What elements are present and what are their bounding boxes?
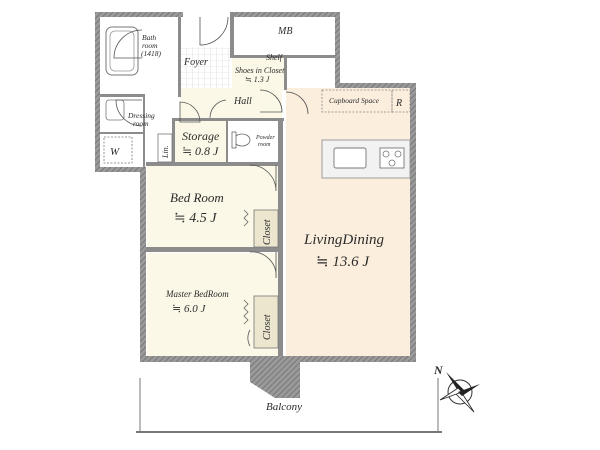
walls (95, 12, 416, 398)
storage-label: Storage (182, 129, 220, 143)
bedroom-label: Bed Room (170, 190, 224, 205)
washer-label: W (110, 146, 120, 158)
compass-north-label: N (433, 363, 444, 377)
master-label: Master BedRoom (165, 289, 229, 299)
floors (100, 17, 438, 432)
dressing-label-2: room (133, 119, 149, 128)
bedroom-area: ≒ 4.5 J (174, 211, 217, 226)
closet-1-label: Closet (262, 219, 273, 245)
living-area: ≒ 13.6 J (316, 254, 370, 270)
cupboard-label: Cupboard Space (329, 96, 380, 105)
closet-2-label: Closet (262, 314, 273, 340)
living-label: LivingDining (303, 232, 385, 248)
fixtures (103, 26, 442, 433)
linen-label: Lin. (161, 145, 170, 159)
shoes-closet-label: Shoes in Closet (235, 66, 285, 75)
labels: Bath room (1418) Foyer MB Shelf Shoes in… (110, 26, 402, 413)
mb-label: MB (277, 26, 292, 37)
powder-label-2: room (258, 142, 271, 148)
refrigerator-label: R (395, 98, 402, 109)
bath-number: (1418) (141, 49, 161, 58)
shelf-label: Shelf (266, 53, 284, 62)
bath-label-2: room (142, 41, 158, 50)
bath-label: Bath (142, 33, 156, 42)
master-area-visible: ≒ 6.0 J (172, 303, 206, 315)
foyer-label: Foyer (183, 57, 208, 68)
storage-area: ≒ 0.8 J (182, 144, 219, 158)
powder-label: Powder (255, 135, 275, 141)
hall-label: Hall (233, 96, 252, 107)
compass-icon: N (433, 363, 480, 413)
shoes-closet-area: ≒ 1.3 J (245, 75, 270, 84)
doors (113, 16, 309, 347)
dressing-label: Dressing (127, 111, 155, 120)
balcony-label: Balcony (266, 401, 302, 413)
